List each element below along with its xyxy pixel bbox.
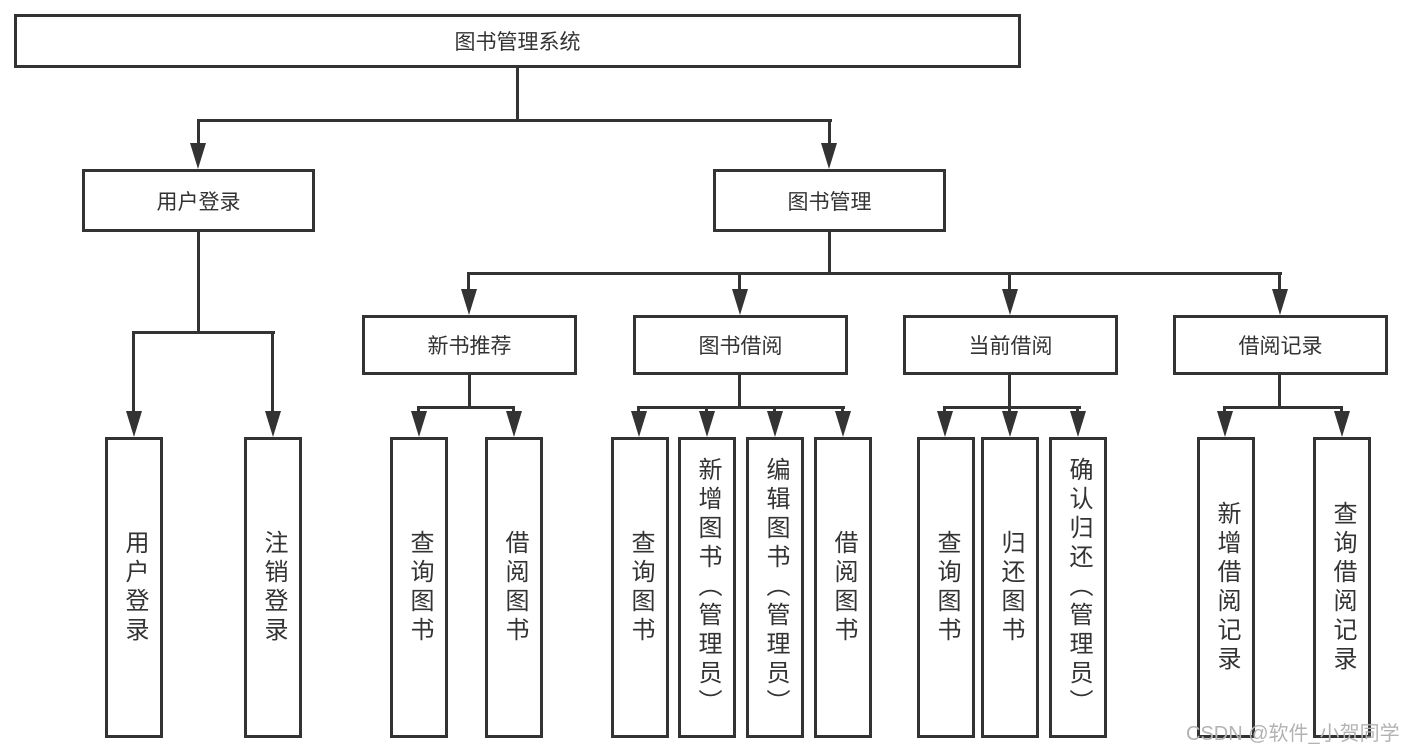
connector-arrow: [506, 411, 522, 437]
node-new-book-recommend-label: 新书推荐: [427, 335, 512, 358]
node-borrowing-records-label: 借阅记录: [1238, 335, 1323, 358]
connector-line: [197, 230, 200, 333]
connector-arrow: [631, 411, 647, 437]
leaf-edit-book-admin: 编辑图书（管理员）: [746, 437, 804, 738]
connector-arrow: [699, 411, 715, 437]
connector-arrow: [821, 143, 837, 169]
node-book-management-label: 图书管理: [787, 190, 872, 214]
connector-line: [197, 119, 832, 122]
node-user-login-label: 用户登录: [156, 190, 241, 214]
connector-arrow: [767, 411, 783, 437]
connector-arrow: [1334, 411, 1350, 437]
connector-line: [132, 331, 275, 334]
connector-arrow: [1217, 411, 1233, 437]
watermark: CSDN @软件_小贺同学: [1186, 723, 1400, 745]
connector-line: [638, 406, 845, 409]
connector-arrow: [1002, 411, 1018, 437]
node-root: 图书管理系统: [14, 14, 1021, 68]
leaf-add-borrow-record: 新增借阅记录: [1197, 437, 1255, 738]
leaf-user-login-label: 用户登录: [121, 529, 148, 646]
leaf-borrow-books-recommend-label: 借阅图书: [501, 529, 528, 646]
connector-arrow: [461, 289, 477, 315]
connector-arrow: [732, 289, 748, 315]
leaf-query-borrow-record-label: 查询借阅记录: [1329, 500, 1356, 675]
connector-line: [1278, 272, 1281, 292]
connector-arrow: [126, 411, 142, 437]
connector-line: [828, 230, 831, 274]
node-book-borrowing-label: 图书借阅: [698, 335, 783, 358]
connector-line: [1224, 406, 1343, 409]
leaf-return-book-label: 归还图书: [997, 529, 1024, 646]
connector-line: [944, 406, 1081, 409]
node-borrowing-records: 借阅记录: [1173, 315, 1388, 375]
leaf-confirm-return-admin-label: 确认归还（管理员）: [1065, 457, 1092, 718]
connector-line: [417, 406, 515, 409]
node-book-borrowing: 图书借阅: [633, 315, 848, 375]
connector-line: [738, 373, 741, 409]
leaf-query-books-recommend: 查询图书: [390, 437, 448, 738]
node-user-login: 用户登录: [82, 169, 315, 232]
leaf-query-books-recommend-label: 查询图书: [406, 529, 433, 646]
leaf-add-book-admin-label: 新增图书（管理员）: [694, 457, 721, 718]
node-current-borrowing: 当前借阅: [903, 315, 1118, 375]
leaf-edit-book-admin-label: 编辑图书（管理员）: [762, 457, 789, 718]
leaf-logout-label: 注销登录: [260, 529, 287, 646]
connector-arrow: [265, 411, 281, 437]
connector-line: [828, 119, 831, 147]
connector-line: [738, 272, 741, 292]
leaf-query-books-current-label: 查询图书: [933, 529, 960, 646]
connector-line: [197, 119, 200, 147]
connector-line: [132, 331, 135, 414]
connector-arrow: [411, 411, 427, 437]
node-new-book-recommend: 新书推荐: [362, 315, 577, 375]
leaf-logout: 注销登录: [244, 437, 302, 738]
connector-line: [271, 331, 274, 414]
leaf-return-book: 归还图书: [981, 437, 1039, 738]
leaf-borrow-books-borrowing: 借阅图书: [814, 437, 872, 738]
leaf-add-borrow-record-label: 新增借阅记录: [1213, 500, 1240, 675]
connector-arrow: [190, 143, 206, 169]
connector-arrow: [835, 411, 851, 437]
leaf-query-books-borrowing-label: 查询图书: [627, 529, 654, 646]
connector-line: [468, 373, 471, 409]
node-current-borrowing-label: 当前借阅: [968, 335, 1053, 358]
connector-line: [1278, 373, 1281, 409]
leaf-confirm-return-admin: 确认归还（管理员）: [1049, 437, 1107, 738]
node-book-management: 图书管理: [713, 169, 946, 232]
leaf-user-login: 用户登录: [105, 437, 163, 738]
connector-line: [1008, 373, 1011, 409]
leaf-borrow-books-borrowing-label: 借阅图书: [830, 529, 857, 646]
connector-arrow: [1002, 289, 1018, 315]
leaf-borrow-books-recommend: 借阅图书: [485, 437, 543, 738]
connector-line: [468, 272, 1282, 275]
connector-arrow: [1272, 289, 1288, 315]
node-root-label: 图书管理系统: [454, 31, 581, 54]
connector-line: [1008, 272, 1011, 292]
connector-line: [516, 66, 519, 122]
leaf-query-borrow-record: 查询借阅记录: [1313, 437, 1371, 738]
leaf-query-books-current: 查询图书: [917, 437, 975, 738]
connector-arrow: [937, 411, 953, 437]
leaf-query-books-borrowing: 查询图书: [611, 437, 669, 738]
leaf-add-book-admin: 新增图书（管理员）: [678, 437, 736, 738]
connector-line: [467, 272, 470, 292]
connector-arrow: [1070, 411, 1086, 437]
